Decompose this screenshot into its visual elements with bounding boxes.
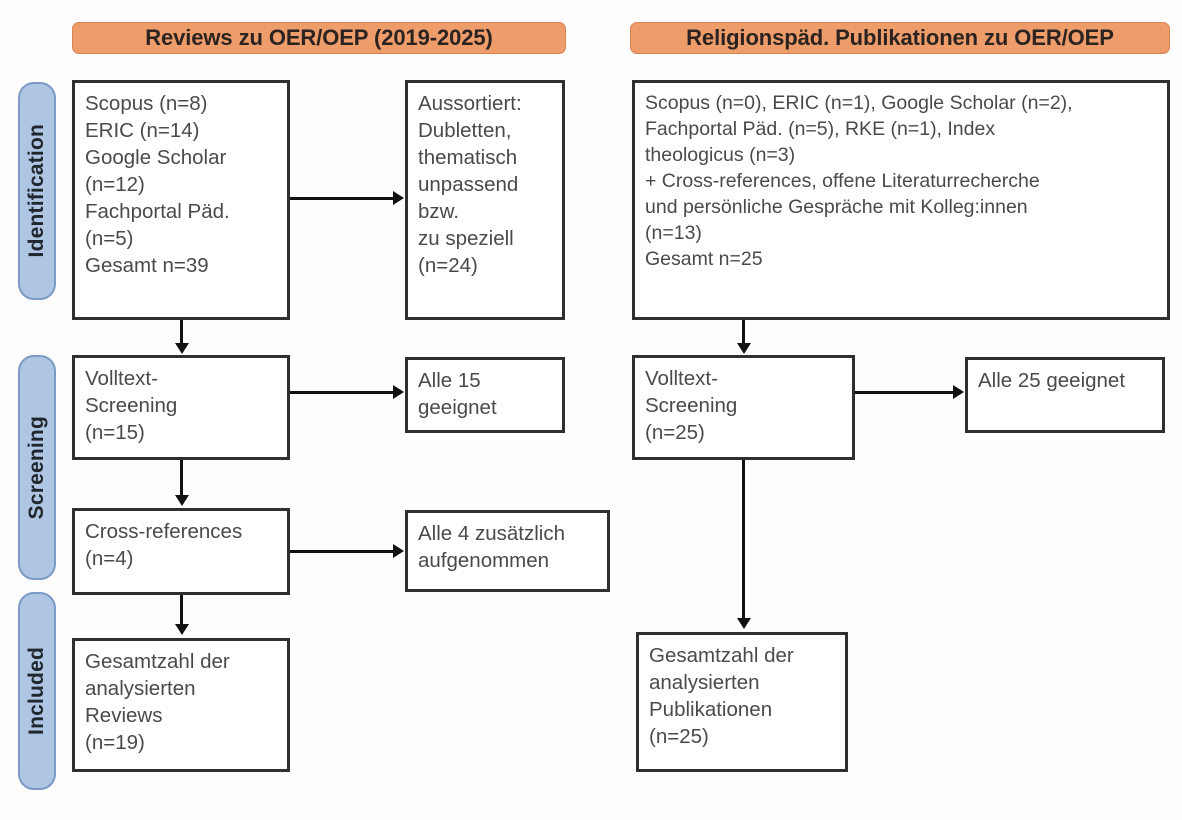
- connector-right-screening-to-result: [855, 391, 955, 394]
- connector-left-sources-to-screening: [180, 320, 183, 345]
- arrowhead-left-crossrefs-to-included: [174, 624, 189, 635]
- phase-pill-identification: Identification: [18, 82, 56, 300]
- box-left-excluded: Aussortiert: Dubletten, thematisch unpas…: [405, 80, 565, 320]
- arrowhead-left-crossrefs-to-result: [393, 544, 404, 558]
- phase-pill-included: Included: [18, 592, 56, 790]
- box-left-cross-references-result: Alle 4 zusätzlich aufgenommen: [405, 510, 610, 592]
- column-header-reviews: Reviews zu OER/OEP (2019-2025): [72, 22, 566, 54]
- arrowhead-left-sources-to-excluded: [393, 191, 404, 205]
- phase-label-screening: Screening: [25, 415, 48, 520]
- box-left-included: Gesamtzahl der analysierten Reviews (n=1…: [72, 638, 290, 772]
- column-header-publikationen: Religionspäd. Publikationen zu OER/OEP: [630, 22, 1170, 54]
- box-left-cross-references: Cross-references (n=4): [72, 508, 290, 595]
- arrowhead-right-screening-to-result: [953, 385, 964, 399]
- connector-left-screening-to-crossrefs: [180, 460, 183, 497]
- box-left-screening-result: Alle 15 geeignet: [405, 357, 565, 433]
- box-right-included: Gesamtzahl der analysierten Publikatione…: [636, 632, 848, 772]
- arrowhead-left-screening-to-result: [393, 385, 404, 399]
- box-right-identification-sources: Scopus (n=0), ERIC (n=1), Google Scholar…: [632, 80, 1170, 320]
- box-left-screening: Volltext- Screening (n=15): [72, 355, 290, 460]
- box-right-screening-result: Alle 25 geeignet: [965, 357, 1165, 433]
- box-right-screening: Volltext- Screening (n=25): [632, 355, 855, 460]
- arrowhead-left-screening-to-crossrefs: [174, 495, 189, 506]
- connector-left-screening-to-result: [290, 391, 395, 394]
- phase-pill-screening: Screening: [18, 355, 56, 580]
- phase-label-identification: Identification: [25, 124, 48, 258]
- connector-left-crossrefs-to-result: [290, 550, 395, 553]
- column-header-publikationen-label: Religionspäd. Publikationen zu OER/OEP: [686, 25, 1114, 50]
- connector-left-crossrefs-to-included: [180, 595, 183, 625]
- connector-left-sources-to-excluded: [290, 197, 395, 200]
- box-left-identification-sources: Scopus (n=8) ERIC (n=14) Google Scholar …: [72, 80, 290, 320]
- phase-label-included: Included: [25, 647, 48, 735]
- column-header-reviews-label: Reviews zu OER/OEP (2019-2025): [145, 25, 493, 50]
- arrowhead-left-sources-to-screening: [174, 343, 189, 354]
- connector-right-sources-to-screening: [742, 320, 745, 345]
- arrowhead-right-sources-to-screening: [736, 343, 751, 354]
- connector-right-screening-to-included: [742, 460, 745, 620]
- arrowhead-right-screening-to-included: [736, 618, 751, 629]
